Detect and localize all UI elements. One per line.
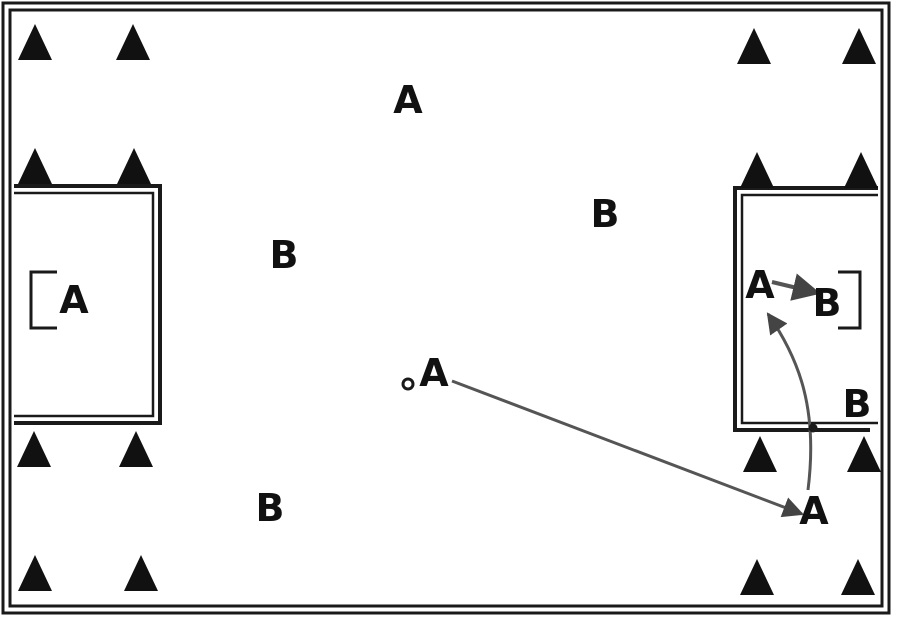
cone-icon [740,152,774,188]
cone-icon [844,152,878,188]
cone-icon [847,436,881,472]
pitch-inner-border [8,8,884,608]
cone-icon [18,148,52,184]
player-label: A [419,351,449,395]
player-label: B [255,486,285,530]
run-arrow-corner-to-zone [766,312,813,491]
right-mini-goal [838,270,862,330]
cone-icon [17,431,51,467]
cone-icon [124,555,158,591]
cone-icon [18,24,52,60]
cone-icon [841,559,875,595]
player-label: B [590,192,620,236]
cone-icon [117,148,151,184]
cone-icon [18,555,52,591]
player-label: A [393,78,423,122]
cone-icon [119,431,153,467]
left-mini-goal [29,270,57,330]
cone-icon [116,24,150,60]
player-label: B [812,281,842,325]
player-label: B [842,382,872,426]
player-label: A [745,263,775,307]
pass-node-dot [808,423,818,433]
pass-arrow-zone-a-to-b [771,273,821,301]
cone-icon [842,28,876,64]
pass-arrow-center-to-right [451,379,804,518]
ball-marker [401,377,415,391]
player-label: B [269,233,299,277]
player-label: A [799,489,829,533]
pitch-outer-border [1,1,891,615]
player-label: A [59,278,89,322]
cone-icon [740,559,774,595]
cone-icon [737,28,771,64]
cone-icon [743,436,777,472]
left-zone-box [14,184,162,425]
